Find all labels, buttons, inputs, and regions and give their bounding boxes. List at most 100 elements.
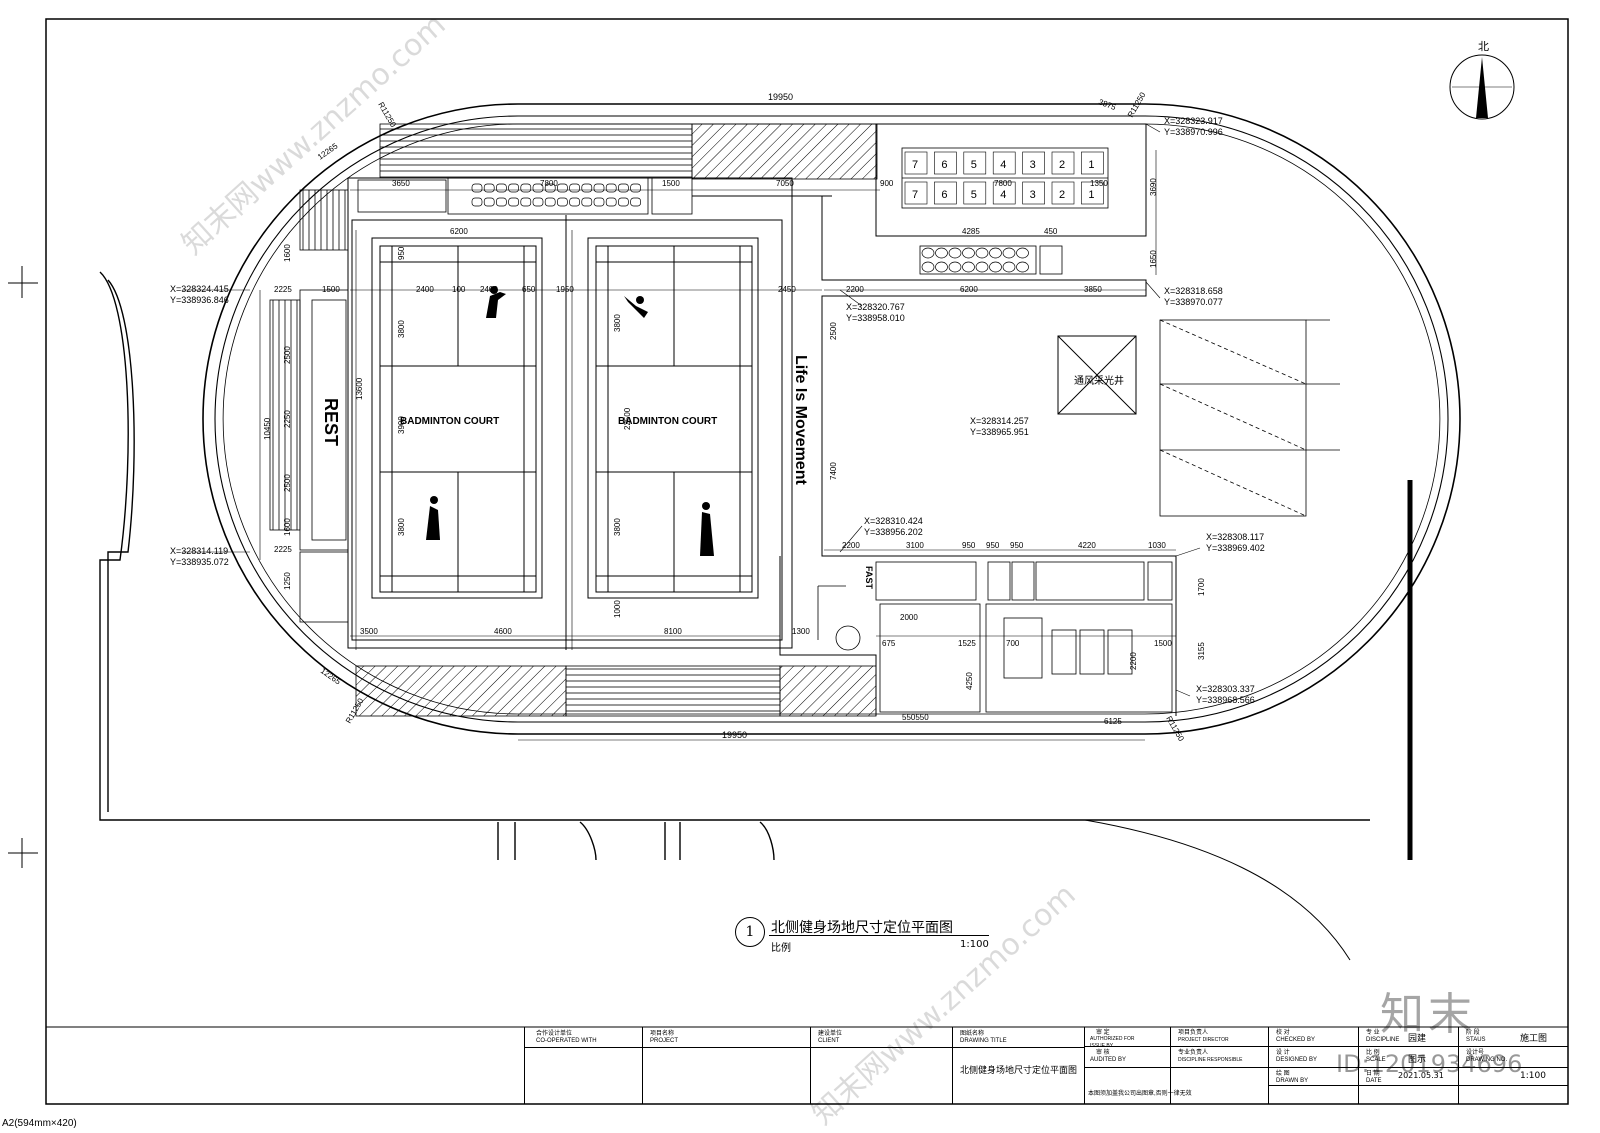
dimension-label: 7800 [540, 179, 558, 188]
ring-icon [935, 261, 948, 273]
number-cell-label: 1 [1088, 159, 1094, 171]
tb-project-director: 项目负责人 [1178, 1030, 1209, 1036]
number-cell [904, 181, 928, 205]
number-cell-label: 1 [1088, 189, 1094, 201]
tb-status-value: 施工图 [1520, 1034, 1548, 1044]
caption-title: 北侧健身场地尺寸定位平面图 [771, 920, 953, 936]
bench-icon [532, 183, 544, 193]
title-block: 合作设计单位 CO-OPERATED WITH 项目名称 PROJECT 建设单… [46, 1027, 1568, 1104]
dimension-label: 4600 [494, 627, 512, 636]
coordinate-x: X=328324.415 [170, 284, 229, 294]
dimension-label: 12265 [319, 666, 343, 686]
north-arrow-icon [1449, 54, 1515, 120]
ring-icon [962, 247, 975, 259]
number-grid [901, 147, 1109, 209]
tb-status: 阶 段 [1466, 1030, 1480, 1036]
dimension-label: 900 [880, 179, 894, 188]
dimension-label: 3900 [397, 416, 406, 434]
coordinate-x: X=328323.917 [1164, 116, 1223, 126]
inner-field [347, 123, 1177, 716]
number-cell-label: 2 [1059, 189, 1065, 201]
ring-icon [1002, 247, 1016, 259]
bench-icon [630, 197, 641, 207]
bench-icon [605, 197, 617, 207]
coordinate-x: X=328314.257 [970, 416, 1029, 426]
number-cell-label: 4 [1000, 159, 1006, 171]
dimension-label: 1700 [1197, 578, 1206, 596]
tb-drawn: 绘 图 [1276, 1071, 1290, 1077]
coordinate-y: Y=338958.010 [846, 313, 905, 323]
ring-icon [948, 247, 962, 259]
dimension-label: 100 [452, 285, 466, 294]
number-cell [1081, 181, 1104, 205]
dimension-label: 2500 [829, 322, 838, 340]
dimension-label: 3100 [906, 541, 924, 550]
coordinate-x: X=328308.117 [1206, 532, 1264, 542]
right-lanes [1159, 319, 1340, 517]
dimension-label: 1500 [662, 179, 680, 188]
dimension-label: 4220 [1078, 541, 1096, 550]
ring-icon [989, 247, 1002, 259]
tb-scale-value: 图示 [1408, 1055, 1427, 1065]
dimension-label: 6200 [960, 285, 978, 294]
dimension-label: 3850 [1084, 285, 1102, 294]
number-cell [1022, 181, 1045, 205]
tb-drawing-no: 设计号 [1466, 1050, 1485, 1056]
dimension-label: 3500 [360, 627, 378, 636]
planting-hatch [269, 123, 878, 717]
dimension-label: 2250 [283, 410, 292, 428]
tb-audited-en: AUDITED BY [1090, 1057, 1127, 1063]
dimension-label: 950 [397, 246, 406, 260]
sheet-border [45, 18, 1569, 1105]
bench-icon [581, 197, 593, 207]
dimension-label: 700 [1006, 639, 1020, 648]
bench-icon [569, 197, 580, 207]
tb-discipline-en: DISCIPLINE [1366, 1037, 1400, 1043]
bench-icon [544, 197, 556, 207]
dimension-label: 1300 [792, 627, 810, 636]
dimension-label: 2450 [778, 285, 796, 294]
dimension-label: 2400 [416, 285, 434, 294]
bench-icon [471, 197, 483, 207]
tb-drawing-title: 图纸名称 [960, 1031, 985, 1037]
number-cell [963, 151, 987, 175]
bench-icon [483, 197, 495, 207]
tb-designed-en: DESIGNED BY [1276, 1057, 1318, 1063]
dimension-label: 3800 [397, 320, 406, 338]
number-cell-label: 5 [971, 159, 977, 171]
tb-designed: 设 计 [1276, 1050, 1290, 1056]
bench-icon [618, 183, 629, 193]
slogan-text: Life Is Movement [792, 355, 809, 485]
tb-discipline-value: 园建 [1408, 1034, 1427, 1044]
ring-icon [975, 261, 989, 273]
dimension-label: 3690 [1149, 178, 1158, 196]
fast-text: FAST [864, 566, 874, 590]
number-cell [992, 151, 1016, 175]
tb-co-operated: 合作设计单位 [536, 1031, 573, 1037]
dimension-label: 3800 [613, 314, 622, 332]
coordinate-y: Y=338965.951 [970, 427, 1029, 437]
tb-date-value: 2021.05.31 [1398, 1071, 1444, 1080]
number-cell-label: 7 [912, 189, 918, 201]
bench-icon [508, 197, 519, 207]
dimension-label: 650 [522, 285, 536, 294]
coordinate-y: Y=338936.846 [170, 295, 229, 305]
lower-facilities [817, 561, 1173, 713]
coordinate-y: Y=338970.996 [1164, 127, 1223, 137]
bench-icon [593, 197, 605, 207]
number-cell [904, 151, 928, 175]
dimension-label: 2200 [1129, 652, 1138, 670]
tb-date: 日 期 [1366, 1071, 1380, 1077]
dimension-label: 1650 [1149, 250, 1158, 268]
bench-icon [557, 197, 568, 207]
number-cell-label: 4 [1000, 189, 1006, 201]
ring-icon [1002, 261, 1016, 273]
dimension-label: 3155 [1197, 642, 1206, 660]
dimension-label: 1950 [556, 285, 574, 294]
tb-date-en: DATE [1366, 1078, 1382, 1084]
ring-icon [962, 261, 975, 273]
tb-drawing-title-en: DRAWING TITLE [960, 1038, 1007, 1044]
ring-icon [921, 247, 935, 259]
watermark-id: ID:1201934696 [1336, 1050, 1523, 1078]
coordinate-y: Y=338968.566 [1196, 695, 1255, 705]
